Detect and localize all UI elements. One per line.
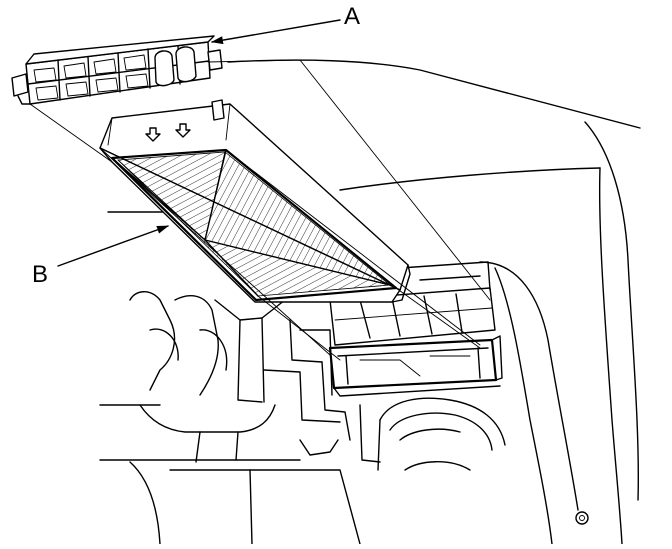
callout-a-label: A [344,3,360,30]
filter-element-b [99,99,411,303]
blower-housing [129,291,506,471]
callout-b-label: B [32,261,48,288]
filter-frame-a [11,35,223,105]
callout-b-leader [57,225,169,267]
callout-a-leader [211,19,341,45]
callout-b: B [32,225,169,288]
filter-housing-slot [328,261,503,397]
callout-a: A [211,3,360,45]
dashboard-background [99,59,641,545]
installation-guide-lines [29,59,491,361]
